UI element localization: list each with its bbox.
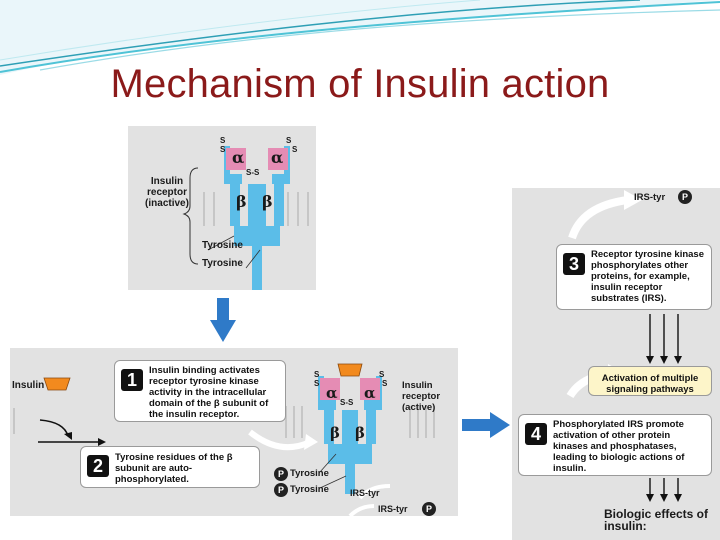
step4-number: 4 [525,423,547,445]
irs-tyr-label: IRS-tyr [350,488,380,498]
alpha-subunit-right: α [271,148,284,167]
beta-subunit-left: β [236,192,247,211]
disulfide-bridge-label: S-S [246,168,260,177]
tyrosine-label: Tyrosine [202,258,243,269]
inactive-receptor-figure [182,146,309,290]
activation-box: Activation of multiple signaling pathway… [588,366,712,396]
disulfide-label: S [314,370,320,379]
disulfide-label: S [220,145,226,154]
alpha-subunit-left: α [232,148,245,167]
active-receptor-label: Insulin receptor (active) [402,380,441,413]
step3-box: 3 Receptor tyrosine kinase phosphorylate… [556,244,712,310]
slide-title: Mechanism of Insulin action [110,62,610,106]
activation-text: Activation of multiple signaling pathway… [601,373,699,395]
step3-number: 3 [563,253,585,275]
disulfide-label: S [286,136,292,145]
step1-number: 1 [121,369,143,391]
phosphate-badge: P [274,467,288,481]
disulfide-label: S [382,379,388,388]
step4-text: Phosphorylated IRS promote activation of… [553,419,685,474]
header-wave-decoration [0,0,720,75]
beta-subunit-right: β [355,424,365,442]
phosphate-badge: P [274,483,288,497]
active-receptor-figure [13,363,435,516]
beta-subunit-right: β [262,192,273,211]
step3-text: Receptor tyrosine kinase phosphorylates … [591,249,704,304]
beta-subunit-left: β [330,424,340,442]
step4-box: 4 Phosphorylated IRS promote activation … [518,414,712,476]
down-arrow [210,298,236,342]
step1-text: Insulin binding activates receptor tyros… [149,365,269,420]
biologic-effects-label: Biologic effects of insulin: [604,507,709,533]
step1-box: 1 Insulin binding activates receptor tyr… [114,360,286,422]
phosphate-badge: P [422,502,436,516]
tyrosine-label: Tyrosine [202,240,243,251]
disulfide-label: S [292,145,298,154]
disulfide-label: S [379,370,385,379]
active-receptor-panel: Insulin 1 Insulin binding activates rece… [10,348,458,516]
disulfide-label: S [220,136,226,145]
inactive-receptor-panel: Insulin receptor (inactive) α α β β S S … [128,126,316,290]
inactive-receptor-label: Insulin receptor (inactive) [145,176,189,209]
step2-text: Tyrosine residues of the β subunit are a… [115,452,233,485]
right-arrow [462,412,510,438]
signaling-figure [566,190,682,502]
phosphate-badge: P [678,190,692,204]
signaling-panel: IRS-tyr P 3 Receptor tyrosine kinase pho… [512,188,720,540]
tyrosine-label: Tyrosine [290,484,329,495]
alpha-subunit-right: α [364,384,376,402]
insulin-label: Insulin [12,380,45,391]
disulfide-label: S [314,379,320,388]
irs-tyr-label: IRS-tyr [378,504,408,514]
step2-box: 2 Tyrosine residues of the β subunit are… [80,446,260,488]
alpha-subunit-left: α [326,384,338,402]
irs-tyr-label: IRS-tyr [634,192,666,203]
tyrosine-label: Tyrosine [290,468,329,479]
disulfide-bridge-label: S-S [340,398,354,407]
step2-number: 2 [87,455,109,477]
